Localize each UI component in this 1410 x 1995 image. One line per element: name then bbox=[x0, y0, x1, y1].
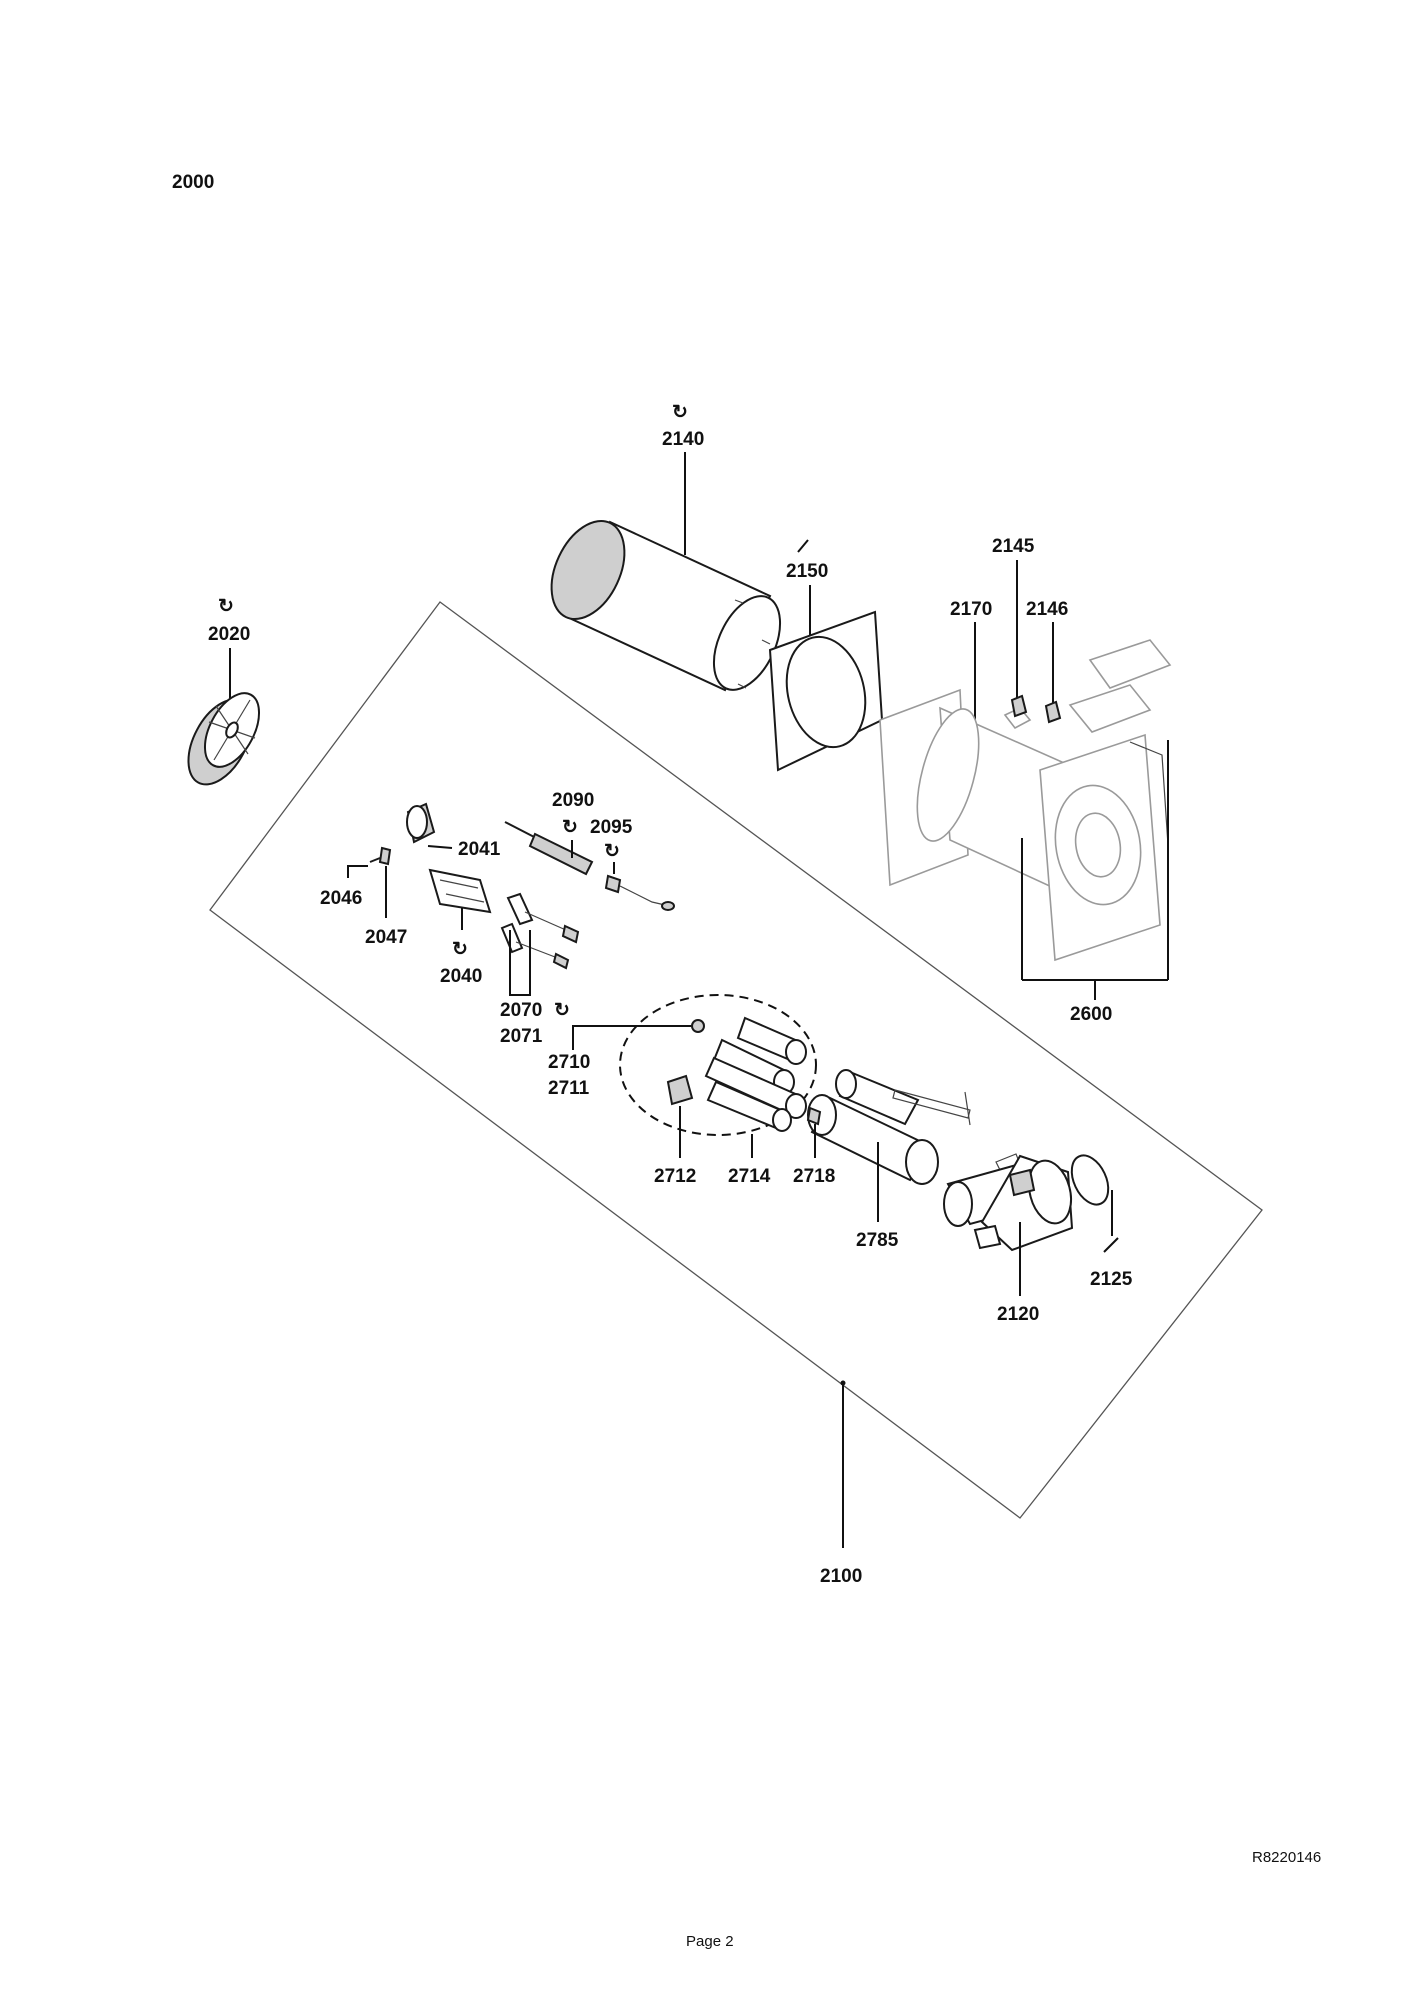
label-2046: 2046 bbox=[320, 888, 362, 909]
service-symbol-2095: ↻ bbox=[604, 841, 620, 862]
label-2150: 2150 bbox=[786, 561, 828, 582]
label-2785: 2785 bbox=[856, 1230, 899, 1251]
label-2095: 2095 bbox=[590, 817, 633, 838]
service-symbol-2090: ↻ bbox=[562, 817, 578, 838]
label-2714: 2714 bbox=[728, 1166, 771, 1187]
service-symbol-2140: ↻ bbox=[672, 402, 688, 423]
label-2090: 2090 bbox=[552, 790, 594, 811]
part-2140-tube: ↻ 2140 bbox=[550, 402, 782, 692]
part-2150-gasket: 2150 bbox=[768, 539, 884, 772]
part-2100-kit: 2100 bbox=[820, 1380, 862, 1587]
part-2710-2711-nozzles: 2710 2711 2712 2714 bbox=[548, 994, 817, 1187]
part-2600-leads: 2600 bbox=[1021, 740, 1169, 1025]
part-2020-disc: ↻ 2020 bbox=[187, 596, 261, 786]
service-symbol-2040: ↻ bbox=[452, 939, 468, 960]
service-symbol-2070: ↻ bbox=[554, 1000, 570, 1021]
part-2046-2047-screws: 2046 2047 bbox=[320, 846, 407, 948]
label-2100: 2100 bbox=[820, 1566, 862, 1587]
service-symbol-2020: ↻ bbox=[218, 596, 234, 617]
label-2170: 2170 bbox=[950, 599, 992, 620]
label-2712: 2712 bbox=[654, 1166, 696, 1187]
part-2718-2785-tube: 2718 2785 bbox=[793, 1069, 971, 1251]
label-2140: 2140 bbox=[662, 429, 704, 450]
label-2125: 2125 bbox=[1090, 1269, 1133, 1290]
part-2070-2071-electrodes: 2070 ↻ 2071 bbox=[500, 892, 580, 1047]
kit-2100-boundary bbox=[209, 601, 1263, 1519]
reference-code: R8220146 bbox=[1252, 1849, 1321, 1866]
label-2710: 2710 bbox=[548, 1052, 590, 1073]
label-2145: 2145 bbox=[992, 536, 1035, 557]
part-2090-probe: 2090 ↻ 2095 ↻ bbox=[504, 790, 675, 911]
label-2071: 2071 bbox=[500, 1026, 543, 1047]
label-2711: 2711 bbox=[548, 1078, 590, 1099]
label-2600: 2600 bbox=[1070, 1004, 1112, 1025]
part-2120-elbow: 2120 bbox=[943, 1153, 1074, 1325]
label-2041: 2041 bbox=[458, 839, 501, 860]
nozzle-group-outline bbox=[619, 994, 817, 1136]
label-2146: 2146 bbox=[1026, 599, 1068, 620]
part-2040-bracket: ↻ 2040 bbox=[428, 868, 492, 987]
label-2070: 2070 bbox=[500, 1000, 542, 1021]
label-2718: 2718 bbox=[793, 1166, 835, 1187]
part-2041-clamp: 2041 bbox=[406, 802, 501, 860]
part-2125-seal: 2125 bbox=[1070, 1154, 1133, 1290]
part-2170-housing: 2145 2170 2146 bbox=[879, 536, 1172, 962]
assembly-number: 2000 bbox=[172, 172, 214, 193]
page-label: Page 2 bbox=[686, 1933, 734, 1950]
label-2120: 2120 bbox=[997, 1304, 1039, 1325]
label-2047: 2047 bbox=[365, 927, 407, 948]
label-2020: 2020 bbox=[208, 624, 250, 645]
label-2040: 2040 bbox=[440, 966, 482, 987]
